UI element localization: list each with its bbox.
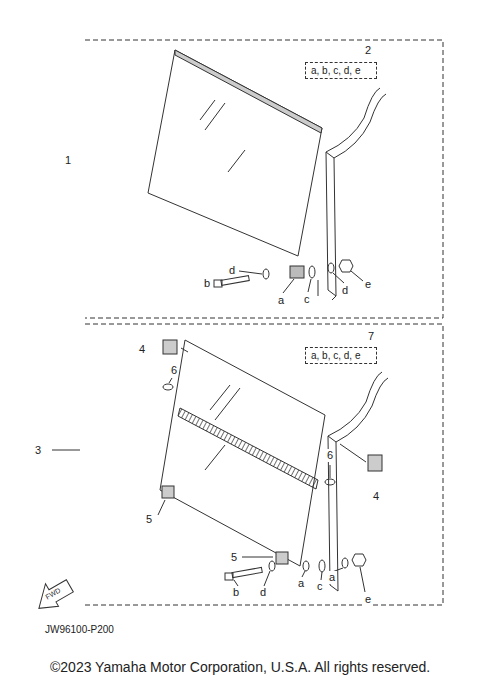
part-letter: a (328, 571, 336, 584)
callout-number: 3 (34, 444, 42, 457)
callout-number: 7 (367, 330, 375, 343)
parts-letters: a, b, c, d, e (311, 350, 371, 361)
part-letter: b (203, 277, 211, 290)
part-letter: d (228, 264, 236, 277)
part-letter: e (364, 278, 372, 291)
callout-number: 4 (372, 490, 380, 503)
parts-letters: a, b, c, d, e (311, 65, 371, 76)
callout-number: 5 (145, 513, 153, 526)
part-letter: a (277, 294, 285, 307)
part-letter: a (297, 577, 305, 590)
part-letter: e (364, 593, 372, 606)
parts-set-box: a, b, c, d, e (305, 347, 377, 364)
copyright-note: ©2023 Yamaha Motor Corporation, U.S.A. A… (49, 659, 431, 675)
callout-number: 6 (170, 364, 178, 377)
part-letter: d (341, 284, 349, 297)
part-letter: c (316, 580, 324, 593)
callout-number: 6 (326, 449, 334, 462)
callout-number: 4 (138, 343, 146, 356)
drawing-code: JW96100-P200 (44, 624, 115, 636)
callout-number: 5 (230, 551, 238, 564)
callout-number: 2 (364, 44, 372, 57)
part-letter: b (232, 586, 240, 599)
part-letter: c (303, 293, 311, 306)
callout-number: 1 (64, 154, 72, 167)
part-letter: d (259, 586, 267, 599)
parts-set-box: a, b, c, d, e (305, 62, 377, 79)
